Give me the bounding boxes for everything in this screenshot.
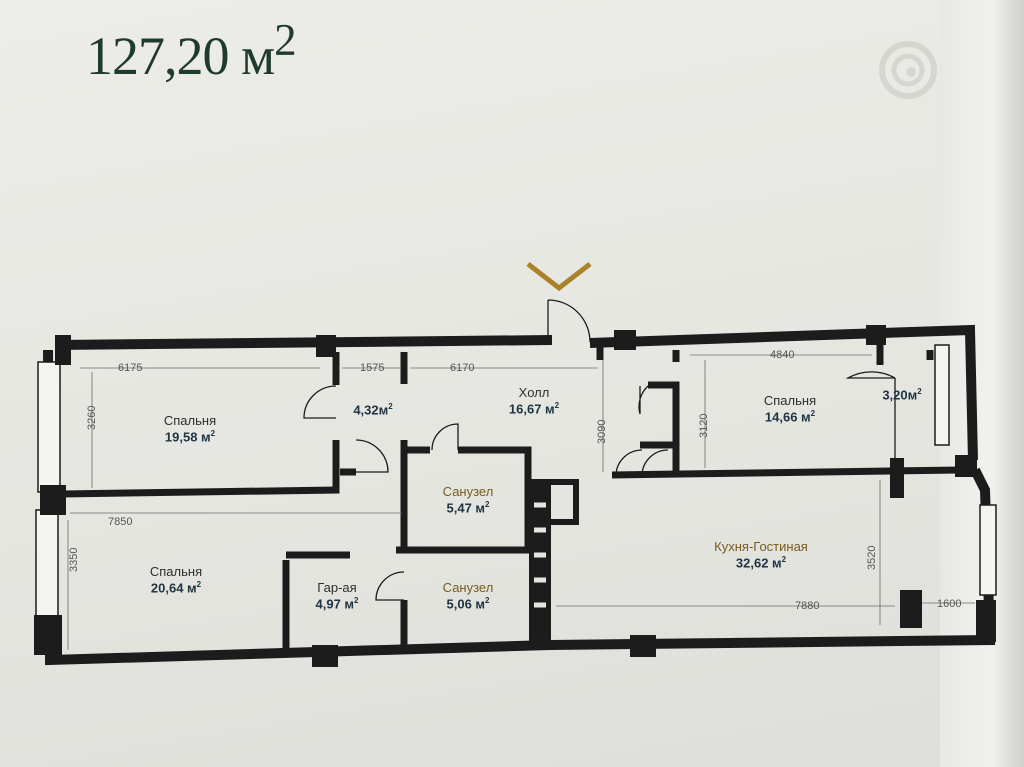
dimension-lines [67,354,975,650]
room-bedroom-3: Спальня 20,64 м2 [150,564,202,596]
room-bathroom-2: Санузел 5,06 м2 [443,580,494,612]
room-area: 20,64 м2 [150,579,202,595]
room-closet-1: 4,32м2 [353,402,392,418]
room-area: 32,62 м2 [735,554,787,570]
dim-balcony-width: 1600 [937,598,962,610]
dim-kitchen-width: 7880 [795,600,820,612]
total-area-title: 127,20 м2 [86,15,297,86]
room-area: 19,58 м2 [164,428,216,444]
dim-hall-height: 3090 [596,419,608,444]
room-area: 14,66 м2 [764,408,816,424]
room-area: 5,06 м2 [446,595,490,611]
spiral-logo-icon [879,41,937,99]
dim-bedroom1-height: 3260 [86,405,98,430]
room-bathroom-1: Санузел 5,47 м2 [443,484,494,516]
room-hall: Холл 16,67 м2 [509,385,559,417]
room-closet-2: 3,20м2 [882,387,921,403]
dim-bedroom3-height: 3350 [68,547,80,572]
dim-closet1-width: 1575 [360,362,385,374]
dim-bedroom1-width: 6175 [118,362,143,374]
room-name: Кухня-Гостиная [714,539,808,554]
shaft-column [529,479,579,645]
room-bedroom-2: Спальня 14,66 м2 [764,393,816,425]
interior-walls [61,340,961,648]
room-area: 4,97 м2 [315,595,359,611]
room-name: Санузел [442,484,494,499]
room-name: Санузел [442,580,494,595]
room-area: 3,20м2 [882,387,922,403]
room-kitchen-living: Кухня-Гостиная 32,62 м2 [714,539,808,571]
dim-bedroom3-width: 7850 [108,516,133,528]
room-area: 16,67 м2 [508,400,560,416]
chevron-down-icon [526,262,592,292]
dim-bedroom2-height: 3120 [698,413,710,438]
room-bedroom-1: Спальня 19,58 м2 [164,413,216,445]
room-name: Спальня [163,413,217,428]
room-area: 5,47 м2 [446,499,490,515]
door-swings [303,299,896,601]
dim-bedroom2-width: 4840 [770,349,795,361]
dim-hall-width: 6170 [450,362,475,374]
wall-columns [34,325,996,667]
room-name: Гар-ая [317,580,357,595]
room-name: Спальня [763,393,817,408]
dim-kitchen-height: 3520 [866,545,878,570]
room-dressing: Гар-ая 4,97 м2 [316,580,359,612]
shaft-rungs [534,502,546,608]
room-name: Спальня [149,564,203,579]
room-name: Холл [518,385,550,400]
room-area: 4,32м2 [353,402,393,418]
